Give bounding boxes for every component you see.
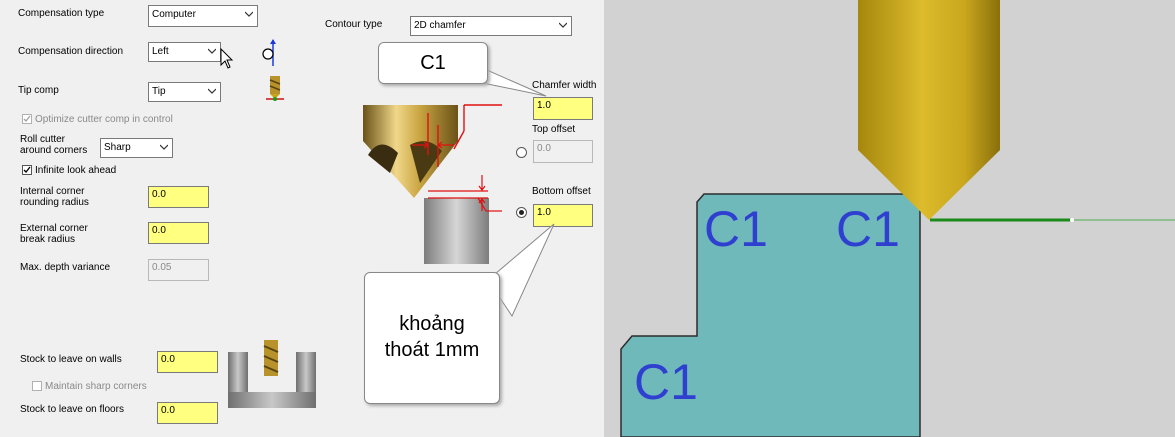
bottom-offset-label: Bottom offset: [532, 186, 591, 197]
checkmark-icon: [23, 115, 31, 122]
infinite-look-ahead-checkbox[interactable]: [22, 165, 32, 175]
chevron-down-icon: [160, 144, 168, 150]
optimize-label: Optimize cutter comp in control: [35, 114, 173, 125]
bottom-offset-input[interactable]: 1.0: [533, 204, 593, 227]
callout-note-line1: khoảng: [399, 313, 465, 335]
external-corner-label-1: External corner: [20, 223, 88, 234]
compensation-direction-label: Compensation direction: [18, 46, 124, 57]
bottom-offset-radio[interactable]: [516, 207, 527, 218]
infinite-look-ahead-label: Infinite look ahead: [35, 165, 117, 176]
external-corner-label-2: break radius: [20, 234, 76, 245]
compensation-direction-select[interactable]: Left: [148, 42, 221, 62]
chamfer-width-label: Chamfer width: [532, 80, 597, 91]
roll-cutter-label-2: around corners: [20, 145, 88, 156]
internal-corner-input[interactable]: 0.0: [148, 186, 209, 208]
3d-viewport[interactable]: C1 C1 C1: [604, 0, 1175, 437]
maintain-sharp-label: Maintain sharp corners: [45, 381, 147, 392]
compensation-direction-value: Left: [152, 46, 169, 57]
maintain-sharp-checkbox[interactable]: [32, 381, 42, 391]
stock-floors-label: Stock to leave on floors: [20, 404, 124, 415]
checkmark-icon: [23, 166, 31, 173]
contour-type-select[interactable]: 2D chamfer: [410, 16, 572, 36]
stock-floors-input[interactable]: 0.0: [157, 402, 218, 424]
internal-corner-label-2: rounding radius: [20, 197, 89, 208]
contour-type-value: 2D chamfer: [414, 20, 466, 31]
roll-cutter-select[interactable]: Sharp: [100, 138, 173, 158]
viewport-label-c1-right: C1: [836, 201, 900, 257]
chamfer-width-input[interactable]: 1.0: [533, 97, 593, 120]
toolpath-point: [1070, 218, 1074, 222]
tip-comp-value: Tip: [152, 86, 166, 97]
viewport-scene: [620, 0, 1175, 437]
viewport-label-c1-left: C1: [704, 201, 768, 257]
internal-corner-label-1: Internal corner: [20, 186, 85, 197]
contour-type-label: Contour type: [325, 19, 383, 30]
external-corner-input[interactable]: 0.0: [148, 222, 209, 244]
compensation-type-label: Compensation type: [18, 8, 105, 19]
tip-comp-tool-icon: [266, 76, 284, 101]
chevron-down-icon: [245, 11, 253, 17]
max-depth-label: Max. depth variance: [20, 262, 111, 273]
top-offset-label: Top offset: [532, 124, 576, 135]
stock-walls-label: Stock to leave on walls: [20, 354, 122, 365]
stock-walls-input[interactable]: 0.0: [157, 351, 218, 373]
roll-cutter-label-1: Roll cutter: [20, 134, 66, 145]
callout-clearance-note: khoảng thoát 1mm: [364, 272, 500, 404]
compensation-type-select[interactable]: Computer: [148, 5, 258, 27]
compensation-direction-icon: [262, 39, 276, 66]
max-depth-input[interactable]: 0.05: [148, 259, 209, 281]
mouse-cursor-icon: [220, 48, 234, 69]
tool-shank: [858, 0, 1000, 150]
top-offset-input[interactable]: 0.0: [533, 140, 593, 163]
chevron-down-icon: [208, 88, 216, 94]
top-offset-radio[interactable]: [516, 147, 527, 158]
tip-comp-label: Tip comp: [18, 85, 59, 96]
tip-comp-select[interactable]: Tip: [148, 82, 221, 102]
callout-pointer-note: [487, 223, 555, 318]
chevron-down-icon: [559, 22, 567, 28]
callout-c1-text: C1: [420, 52, 446, 74]
chevron-down-icon: [208, 48, 216, 54]
viewport-label-c1-bottom: C1: [634, 354, 698, 410]
callout-note-line2: thoát 1mm: [384, 339, 480, 361]
stock-leave-illustration: [228, 340, 316, 408]
optimize-checkbox[interactable]: [22, 114, 32, 124]
compensation-type-value: Computer: [152, 9, 196, 20]
callout-c1: C1: [378, 42, 488, 84]
tool-tip: [858, 150, 1000, 220]
chamfer-tool-illustration: [363, 104, 502, 264]
roll-cutter-value: Sharp: [104, 142, 131, 153]
middle-panel: Contour type 2D chamfer Chamfer width 1.…: [310, 0, 604, 437]
left-panel: Compensation type Computer Compensation …: [0, 0, 370, 437]
